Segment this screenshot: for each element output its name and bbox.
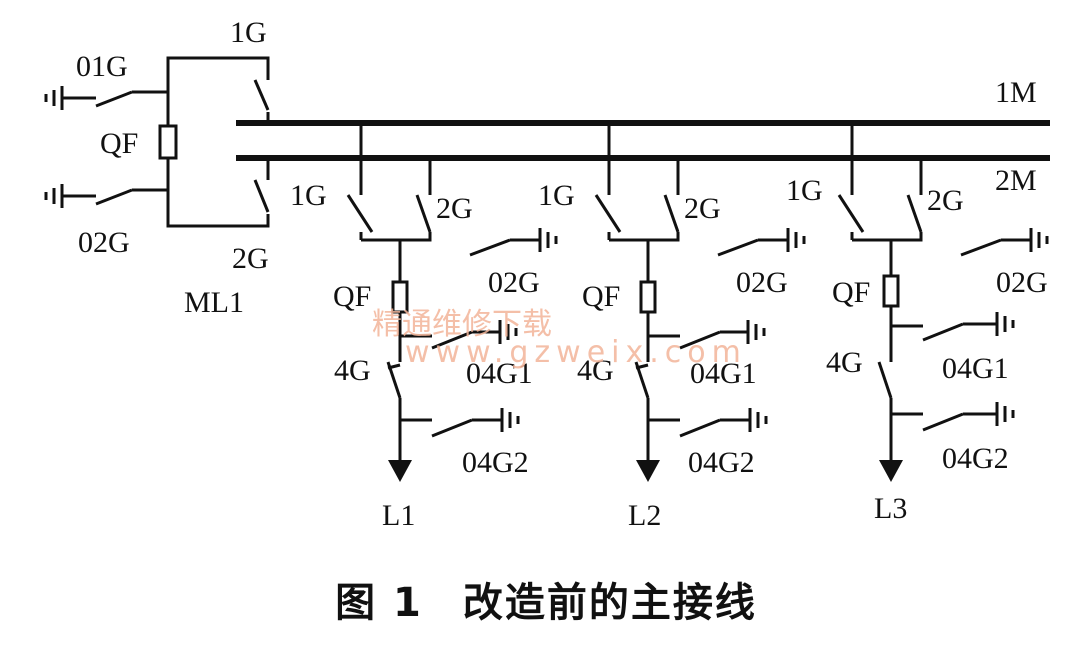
feeder-l3-ground04g1-label: 04G1 (942, 352, 1009, 385)
feeder-l1-ground04g2-label: 04G2 (462, 446, 529, 479)
coupler-breaker-qf-label: QF (100, 127, 138, 160)
figure-number: 图 1 (335, 580, 423, 626)
bus-coupler-ml1 (44, 56, 270, 228)
feeder-l2-breaker-label: QF (582, 280, 620, 313)
watermark-cn: 精通维修下载 (372, 307, 552, 342)
feeder-l2-ground04g1-label: 04G1 (690, 357, 757, 390)
feeder-l1 (346, 123, 558, 482)
feeder-l2-iso2-label: 2G (684, 192, 721, 225)
main-wiring-diagram: 1M 2M 1G 01G QF 02G 2G ML1 (44, 16, 1050, 532)
feeder-l1-ground04g1-label: 04G1 (466, 357, 533, 390)
coupler-ground-01g-label: 01G (76, 50, 128, 83)
feeder-l3-iso1-label: 1G (786, 174, 823, 207)
figure-title: 改造前的主接线 (462, 580, 757, 626)
busbar-1m-label: 1M (995, 76, 1037, 109)
feeder-l2-line-label: L2 (628, 499, 661, 532)
feeder-l3 (837, 123, 1049, 482)
feeder-l3-ground02-label: 02G (996, 266, 1048, 299)
feeder-l2-iso4-label: 4G (577, 354, 614, 387)
feeder-l1-iso2-label: 2G (436, 192, 473, 225)
feeder-l1-iso1-label: 1G (290, 179, 327, 212)
feeder-l2-iso1-label: 1G (538, 179, 575, 212)
busbar-2m-label: 2M (995, 164, 1037, 197)
coupler-isolator-2g-label: 2G (232, 242, 269, 275)
coupler-isolator-1g-label: 1G (230, 16, 267, 49)
feeder-l3-iso2-label: 2G (927, 184, 964, 217)
feeder-l3-ground04g2-label: 04G2 (942, 442, 1009, 475)
figure-caption: 图 1 改造前的主接线 (0, 570, 1092, 628)
feeder-l1-iso4-label: 4G (334, 354, 371, 387)
feeder-l2-ground02-label: 02G (736, 266, 788, 299)
feeder-l3-iso4-label: 4G (826, 346, 863, 379)
feeder-l3-breaker-label: QF (832, 276, 870, 309)
feeder-l2-ground04g2-label: 04G2 (688, 446, 755, 479)
coupler-name-label: ML1 (184, 286, 244, 319)
watermark-url: www.gzweix.com (405, 335, 747, 370)
feeder-l1-line-label: L1 (382, 499, 415, 532)
feeder-l2 (594, 123, 806, 482)
coupler-ground-02g-label: 02G (78, 226, 130, 259)
feeder-l1-breaker-label: QF (333, 280, 371, 313)
feeder-l1-ground02-label: 02G (488, 266, 540, 299)
feeder-l3-line-label: L3 (874, 492, 907, 525)
